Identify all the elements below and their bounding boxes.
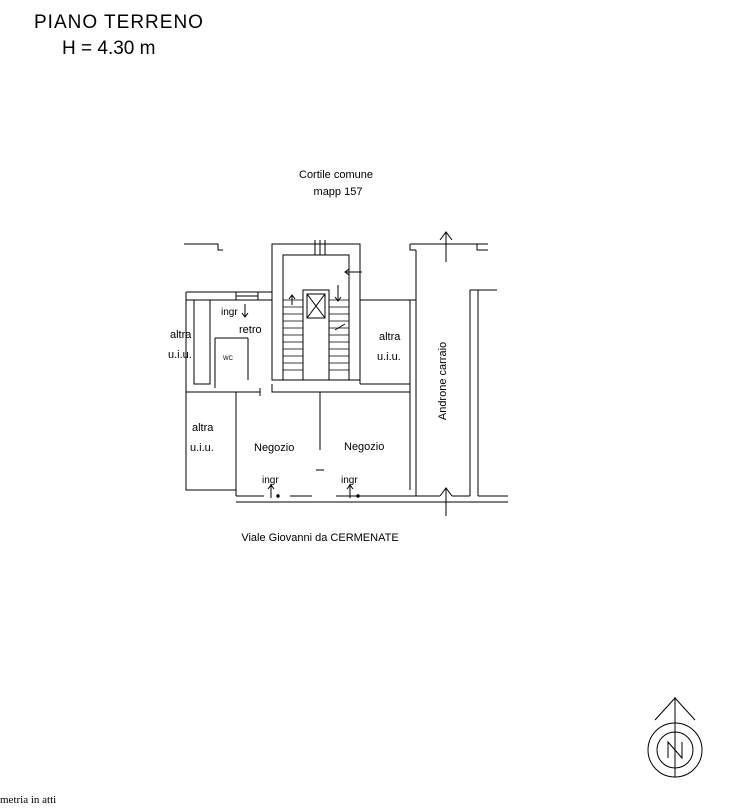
wall-top-right bbox=[410, 243, 488, 251]
wall-left-lower bbox=[185, 392, 236, 491]
shop-label-2: Negozio bbox=[344, 441, 384, 453]
entrance-label-shop-2: ingr bbox=[341, 475, 358, 486]
stairwell-outer bbox=[271, 243, 361, 381]
street-label: Viale Giovanni da CERMENATE bbox=[241, 532, 398, 544]
wc-label: WC bbox=[223, 356, 234, 362]
north-arrow-icon bbox=[647, 697, 703, 778]
stair-treads bbox=[283, 299, 349, 371]
other-unit-label-b1: altra bbox=[379, 331, 401, 343]
other-unit-label-b2: u.i.u. bbox=[377, 351, 401, 363]
stair-core bbox=[302, 289, 330, 381]
floor-title: PIANO TERRENO bbox=[34, 12, 204, 33]
floor-height: H = 4.30 m bbox=[62, 38, 156, 59]
footer-note: metria in atti bbox=[0, 794, 57, 806]
lift-box bbox=[306, 293, 326, 319]
courtyard-label: Cortile comune bbox=[299, 169, 373, 181]
wc-walls bbox=[214, 337, 249, 388]
entrance-label-retro: ingr bbox=[221, 307, 238, 318]
entrance-label-shop-1: ingr bbox=[262, 475, 279, 486]
androne-arrow-bottom bbox=[439, 487, 453, 516]
entrance-arrow-1 bbox=[267, 484, 275, 498]
entrance-arrow-2 bbox=[346, 484, 354, 498]
driveway-label: Androne carraio bbox=[437, 342, 449, 420]
shop-label-1: Negozio bbox=[254, 442, 294, 454]
other-unit-label-c1: altra bbox=[192, 422, 214, 434]
androne-arrow-top bbox=[439, 231, 453, 262]
courtyard-ref-label: mapp 157 bbox=[314, 186, 363, 198]
other-unit-label-c2: u.i.u. bbox=[190, 442, 214, 454]
wall-top-left bbox=[184, 243, 223, 251]
other-unit-label-a2: u.i.u. bbox=[168, 349, 192, 361]
retro-label: retro bbox=[239, 324, 262, 336]
other-unit-label-a1: altra bbox=[170, 329, 192, 341]
